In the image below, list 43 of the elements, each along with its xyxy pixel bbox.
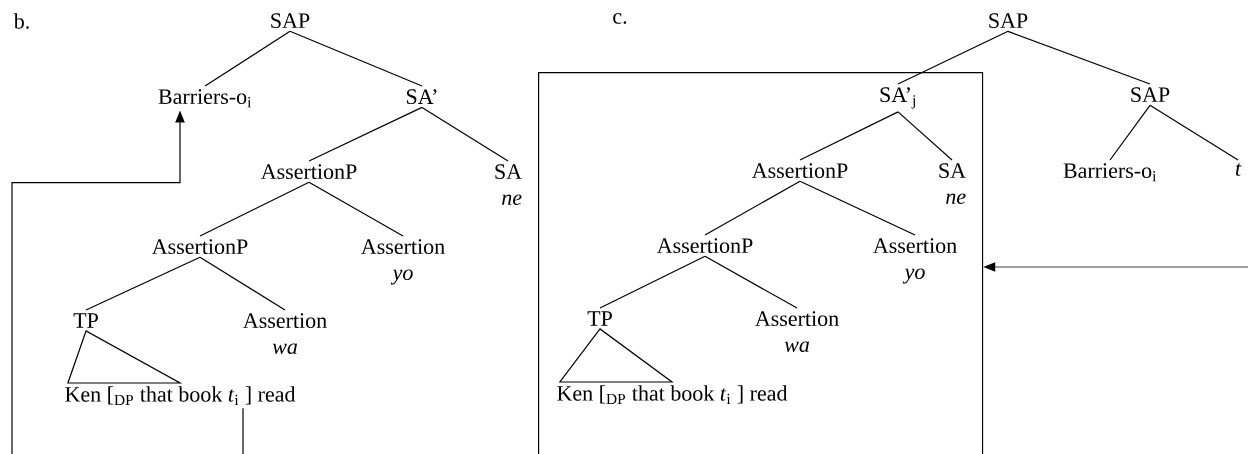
tree-label: Barriers-o$_{i}$ — [158, 89, 252, 108]
panel-letter: b. — [13, 13, 29, 29]
tree-branch — [1109, 104, 1151, 161]
tree-label: Assertion wa — [243, 313, 327, 355]
tree-label: Ken [$_{DP}$ that book t$_{i}$ ] read — [557, 385, 788, 404]
tree-branch — [421, 106, 509, 162]
tree-branch — [704, 180, 801, 236]
tree-branch — [199, 181, 310, 237]
tree-label: Assertion wa — [755, 311, 839, 353]
tree-branch — [599, 255, 706, 309]
tree-label: SAP — [989, 13, 1028, 29]
tree-branch — [704, 255, 798, 309]
tree-label: SA ne — [939, 163, 966, 205]
tree-label: AssertionP — [260, 164, 357, 180]
tree-branch — [199, 256, 286, 311]
tree-label: SA’$_{j}$ — [880, 87, 915, 109]
tree-label: Assertion yo — [873, 238, 957, 284]
tree-label: AssertionP — [151, 239, 248, 255]
tree-branch — [1149, 104, 1239, 161]
tree-label: SAP — [271, 13, 310, 29]
tree-branch — [897, 30, 1009, 85]
tree-label: AssertionP — [656, 238, 753, 254]
tree-branch — [308, 106, 423, 162]
tree-label: Ken [$_{DP}$ that book t$_{i}$ ] read — [65, 386, 296, 405]
tree-branch — [799, 180, 916, 236]
tree-label: SA ne — [495, 164, 522, 206]
bracket-box — [538, 72, 984, 454]
tree-branch — [289, 30, 423, 87]
tree-label: AssertionP — [751, 163, 848, 179]
tree-branch — [204, 30, 291, 87]
tree-label: Barriers-o$_{i}$ — [1063, 163, 1157, 182]
tree-label: t — [1235, 163, 1242, 176]
tree-label: TP — [73, 313, 98, 328]
tree-branch — [799, 111, 899, 161]
tree-label: SAP — [1131, 87, 1170, 103]
tree-branch — [308, 181, 404, 237]
tree-label: SA’ — [406, 89, 437, 105]
tree-branch — [897, 111, 953, 161]
tree-label: TP — [587, 311, 612, 326]
panel-letter: c. — [613, 13, 627, 24]
tree-branch — [85, 256, 201, 311]
tree-branch — [1007, 30, 1151, 85]
tree-label: Assertion yo — [361, 239, 445, 285]
